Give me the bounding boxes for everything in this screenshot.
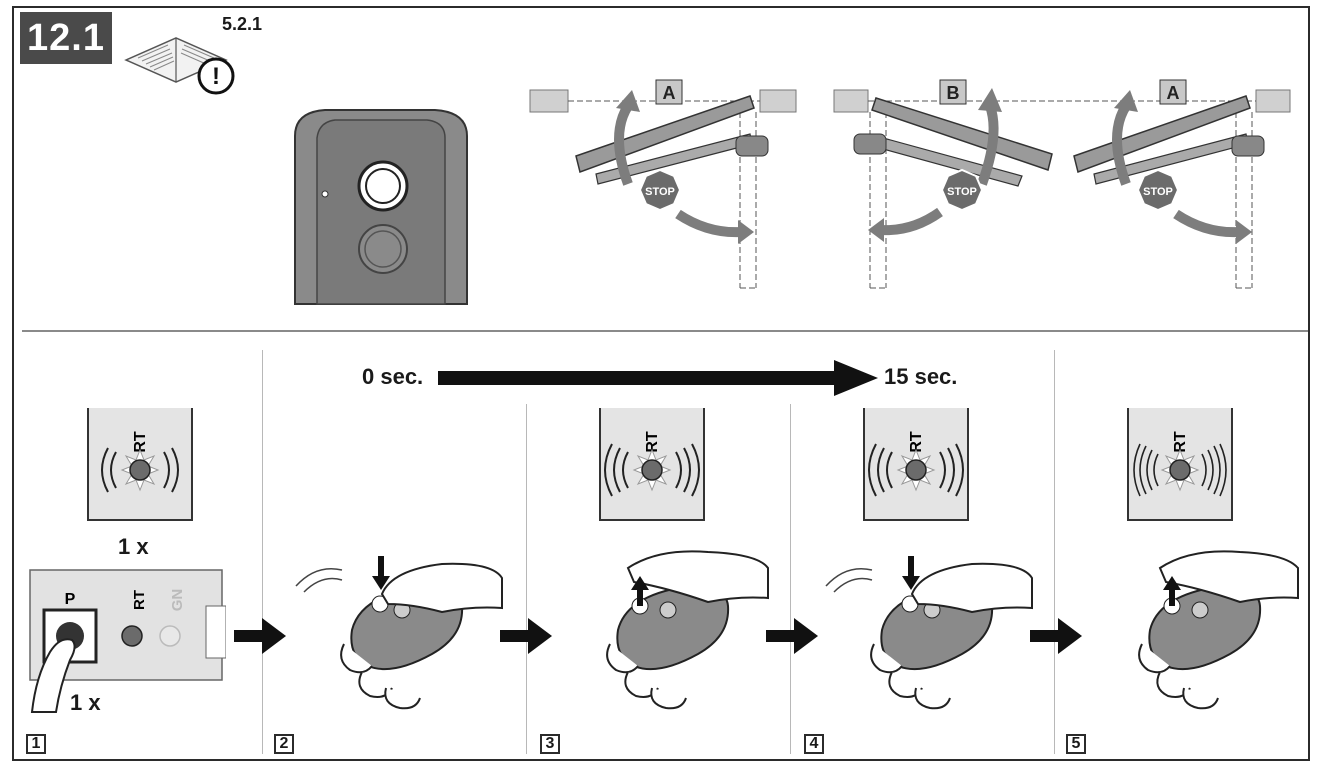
timeline-arrow [438,360,878,396]
remote-release-hand-step3 [606,550,769,710]
remote-press-hand-step4 [825,556,1033,710]
step-number-3: 3 [540,734,560,754]
pressing-finger-icon [30,638,76,713]
gate-label-b: B [947,83,960,103]
step-number-5: 5 [1066,734,1086,754]
remote-release-hand-step5 [1138,550,1299,710]
step-number-4: 4 [804,734,824,754]
step-separator [1054,350,1055,754]
stop-sign-icon [940,168,984,212]
led-flash-box-step3: RT [599,408,705,521]
timeline-end-label: 15 sec. [884,364,958,389]
section-divider [22,330,1308,332]
gate-diagram-b-a-double: B A STOP STOP [833,79,1291,289]
next-step-arrow-icon [1030,618,1082,654]
flash-count-label: 1 x [118,534,149,559]
stop-sign-icon [638,168,682,212]
stop-label: STOP [645,186,675,198]
stop-label: STOP [947,186,977,198]
press-count-label: 1 x [70,690,101,715]
next-step-arrow-icon [500,618,552,654]
timeline-start-label: 0 sec. [362,364,424,389]
gate-diagram-a-left: A STOP [529,79,797,289]
led-flash-box-step4: RT [863,408,969,521]
gate-label-a: A [1167,83,1180,103]
next-step-arrow-icon [766,618,818,654]
reference-section-label: 5.2.1 [222,14,263,34]
svg-text:!: ! [212,63,220,90]
control-panel-illustration: P RT GN [29,569,226,713]
led-label: RT [1172,431,1189,453]
step-separator [526,404,527,754]
led-flash-box-step1: RT [87,408,193,521]
stop-sign-icon [1136,168,1180,212]
red-led-icon [121,625,143,647]
led-label: RT [132,431,149,453]
manual-warning-icon: ! [124,37,235,95]
remote-press-hand-step2 [295,556,503,710]
section-number-badge: 12.1 [20,12,112,64]
step-separator [262,350,263,754]
stop-label: STOP [1143,186,1173,198]
led-flash-box-step5: RT [1127,408,1233,521]
red-led-label: RT [131,590,148,610]
step-separator [790,404,791,754]
green-led-icon [159,625,181,647]
next-step-arrow-icon [234,618,286,654]
green-led-label: GN [169,589,186,612]
led-label: RT [644,431,661,453]
step-number-2: 2 [274,734,294,754]
step-number-1: 1 [26,734,46,754]
program-button-label: P [65,591,76,608]
control-housing-illustration [294,109,468,305]
led-label: RT [908,431,925,453]
gate-label-a: A [663,83,676,103]
